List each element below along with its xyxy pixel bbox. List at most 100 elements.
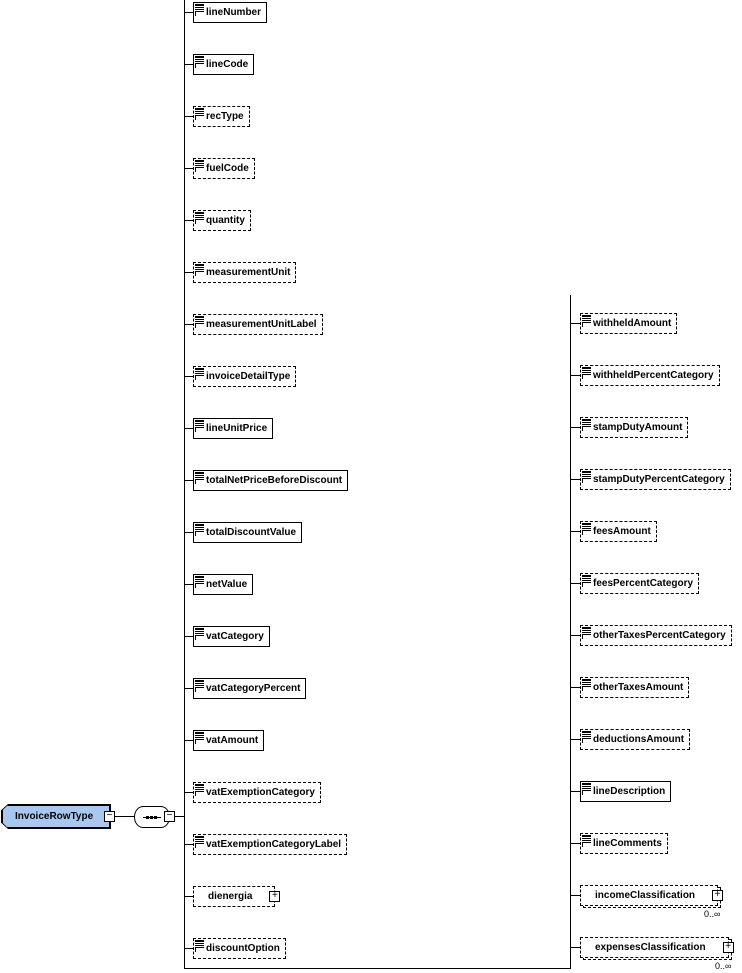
root-type-label: InvoiceRowType <box>15 811 94 822</box>
simple-type-icon <box>582 523 591 535</box>
element-vat-exemption-category-label[interactable]: vatExemptionCategoryLabel <box>193 834 348 855</box>
simple-type-icon <box>195 4 204 16</box>
connector <box>184 116 193 117</box>
element-label: measurementUnit <box>206 267 291 278</box>
simple-type-icon <box>195 524 204 536</box>
element-other-taxes-amount[interactable]: otherTaxesAmount <box>580 677 690 698</box>
connector <box>184 12 193 13</box>
connector <box>570 687 580 688</box>
element-vat-category-percent[interactable]: vatCategoryPercent <box>193 678 307 699</box>
element-other-taxes-percent-category[interactable]: otherTaxesPercentCategory <box>580 625 732 646</box>
simple-type-icon <box>582 315 591 327</box>
element-label: vatExemptionCategoryLabel <box>206 839 342 850</box>
simple-type-icon <box>582 783 591 795</box>
connector <box>570 427 580 428</box>
occurrence-label: 0..∞ <box>715 961 732 971</box>
element-label: totalDiscountValue <box>206 527 297 538</box>
element-label: lineDescription <box>593 786 666 797</box>
element-expenses-classification[interactable]: expensesClassification + <box>580 937 734 958</box>
simple-type-icon <box>582 367 591 379</box>
element-fees-percent-category[interactable]: feesPercentCategory <box>580 573 700 594</box>
element-withheld-percent-category[interactable]: withheldPercentCategory <box>580 365 720 386</box>
element-label: feesPercentCategory <box>593 578 694 589</box>
expand-plus-icon[interactable]: + <box>712 890 724 901</box>
element-total-discount-value[interactable]: totalDiscountValue <box>193 522 303 543</box>
element-rec-type[interactable]: recType <box>193 106 250 127</box>
connector <box>184 636 193 637</box>
element-label: feesAmount <box>593 526 651 537</box>
element-line-code[interactable]: lineCode <box>193 54 255 75</box>
element-vat-amount[interactable]: vatAmount <box>193 730 265 751</box>
connector <box>170 816 184 817</box>
element-label: expensesClassification <box>595 942 706 953</box>
expand-plus-icon[interactable]: + <box>269 891 281 902</box>
element-income-classification[interactable]: incomeClassification+ <box>580 885 724 906</box>
root-type-box[interactable]: InvoiceRowType <box>2 805 110 828</box>
simple-type-icon <box>582 471 591 483</box>
connector <box>184 844 193 845</box>
element-label: recType <box>206 111 244 122</box>
element-line-number[interactable]: lineNumber <box>193 2 268 23</box>
simple-type-icon <box>195 420 204 432</box>
simple-type-icon <box>195 56 204 68</box>
connector <box>184 968 571 969</box>
simple-type-icon <box>195 472 204 484</box>
connector <box>570 635 580 636</box>
collapse-root-button[interactable]: − <box>104 811 115 822</box>
connector <box>184 688 193 689</box>
element-discount-option[interactable]: discountOption <box>193 938 286 959</box>
element-label: invoiceDetailType <box>206 371 291 382</box>
element-label: withheldPercentCategory <box>593 370 714 381</box>
connector <box>570 947 580 948</box>
element-total-net-price-before-discount[interactable]: totalNetPriceBeforeDiscount <box>193 470 349 491</box>
element-label: netValue <box>206 579 248 590</box>
element-stamp-duty-percent-category[interactable]: stampDutyPercentCategory <box>580 469 731 490</box>
simple-type-icon <box>582 627 591 639</box>
simple-type-icon <box>195 784 204 796</box>
element-vat-exemption-category[interactable]: vatExemptionCategory <box>193 782 321 803</box>
connector <box>184 948 193 949</box>
element-vat-category[interactable]: vatCategory <box>193 626 270 647</box>
connector <box>184 428 193 429</box>
connector <box>184 896 193 897</box>
element-deductions-amount[interactable]: deductionsAmount <box>580 729 691 750</box>
element-label: vatExemptionCategory <box>206 787 315 798</box>
connector <box>570 479 580 480</box>
element-fuel-code[interactable]: fuelCode <box>193 158 255 179</box>
element-withheld-amount[interactable]: withheldAmount <box>580 313 678 334</box>
connector <box>570 583 580 584</box>
connector <box>184 792 193 793</box>
connector <box>184 480 193 481</box>
element-dienergia[interactable]: dienergia+ <box>193 886 281 907</box>
connector <box>570 375 580 376</box>
element-net-value[interactable]: netValue <box>193 574 254 595</box>
connector <box>184 584 193 585</box>
simple-type-icon <box>195 316 204 328</box>
element-measurement-unit[interactable]: measurementUnit <box>193 262 297 283</box>
element-label: deductionsAmount <box>593 734 685 745</box>
element-label: withheldAmount <box>593 318 672 329</box>
connector <box>570 323 580 324</box>
connector <box>110 816 134 817</box>
element-label: otherTaxesAmount <box>593 682 684 693</box>
element-measurement-unit-label[interactable]: measurementUnitLabel <box>193 314 323 335</box>
element-line-comments[interactable]: lineComments <box>580 833 668 854</box>
connector <box>184 0 185 969</box>
simple-type-icon <box>195 368 204 380</box>
simple-type-icon <box>195 836 204 848</box>
element-line-unit-price[interactable]: lineUnitPrice <box>193 418 274 439</box>
element-label: quantity <box>206 215 245 226</box>
element-invoice-detail-type[interactable]: invoiceDetailType <box>193 366 297 387</box>
element-quantity[interactable]: quantity <box>193 210 251 231</box>
simple-type-icon <box>582 575 591 587</box>
element-label: discountOption <box>206 943 280 954</box>
element-line-description[interactable]: lineDescription <box>580 781 672 802</box>
simple-type-icon <box>195 680 204 692</box>
element-stamp-duty-amount[interactable]: stampDutyAmount <box>580 417 689 438</box>
connector <box>184 740 193 741</box>
collapse-sequence-button[interactable]: − <box>164 811 175 822</box>
element-fees-amount[interactable]: feesAmount <box>580 521 657 542</box>
simple-type-icon <box>195 108 204 120</box>
connector <box>570 843 580 844</box>
expand-plus-icon[interactable]: + <box>722 942 734 953</box>
